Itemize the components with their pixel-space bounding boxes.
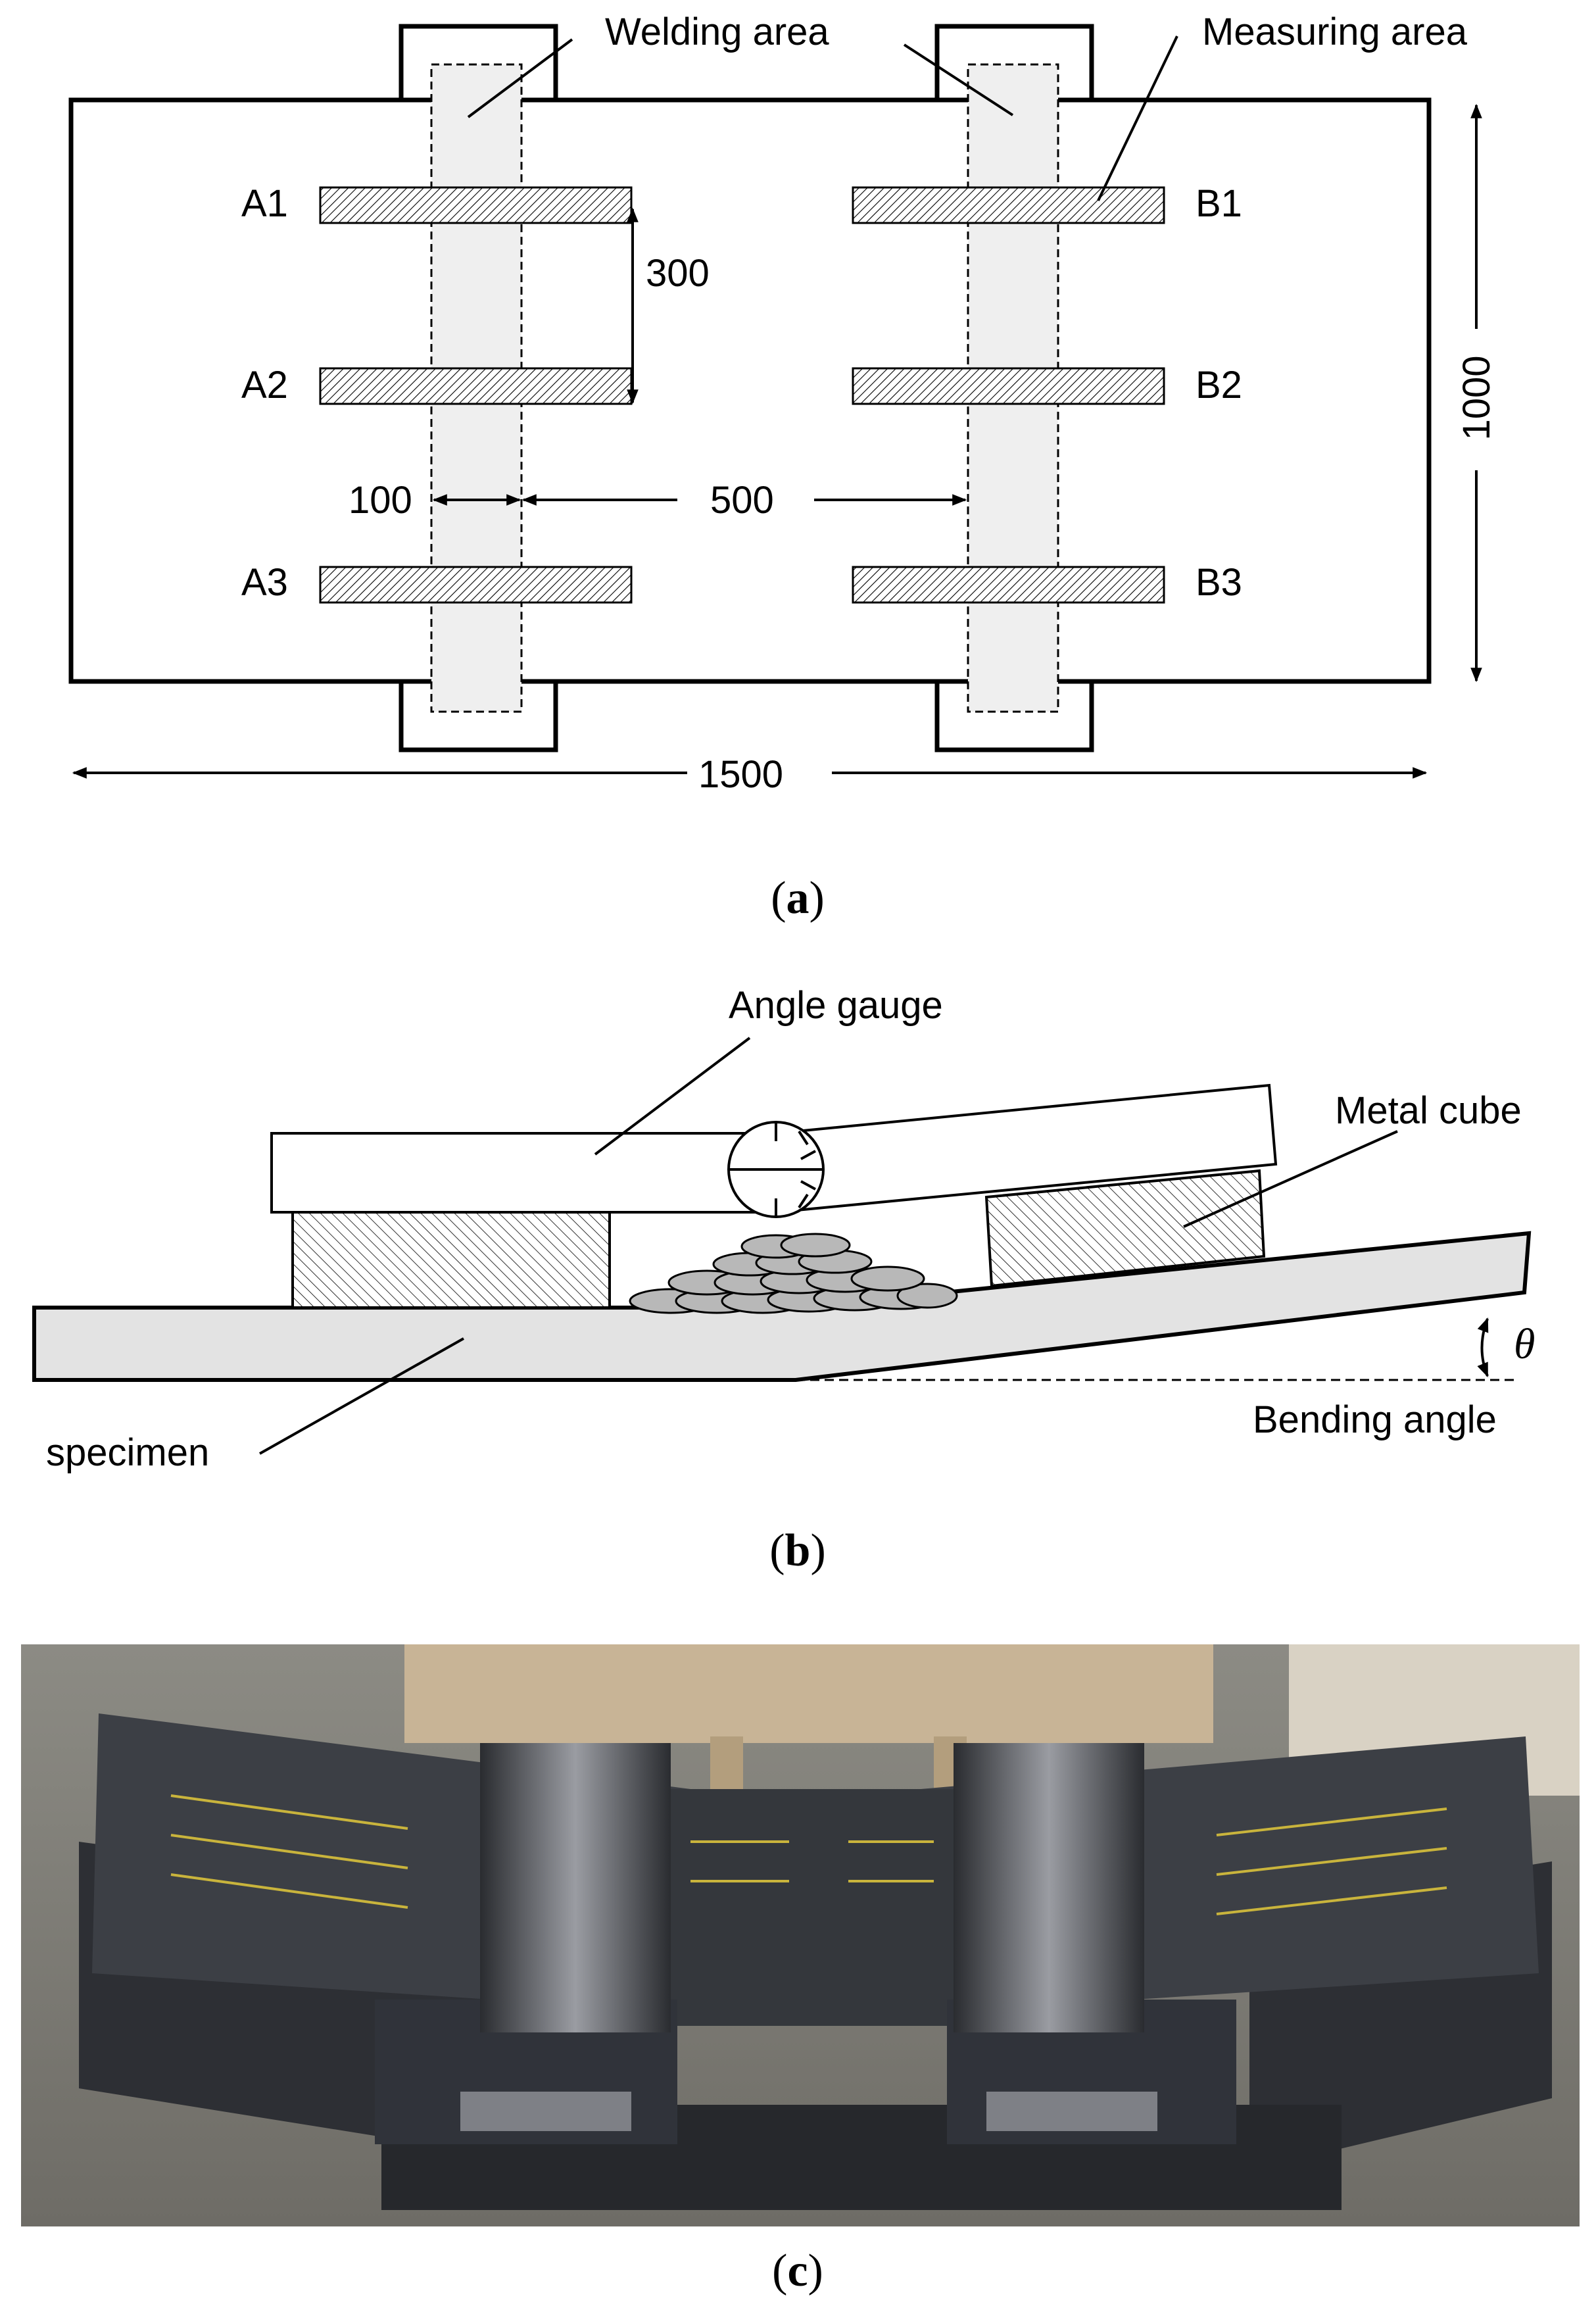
angle-gauge-label: Angle gauge xyxy=(729,984,943,1027)
bending-angle-label: Bending angle xyxy=(1253,1398,1497,1441)
measuring-bar-b2 xyxy=(852,367,1165,405)
angle-gauge-dial xyxy=(727,1121,825,1218)
theta-arc-arrow xyxy=(1477,1317,1489,1378)
photo-pallet xyxy=(404,1644,1213,1743)
photo-markings xyxy=(170,1794,1447,1915)
caption-a: (a) xyxy=(771,873,825,923)
metal-cube-label: Metal cube xyxy=(1335,1089,1522,1132)
angle-gauge-left-bar xyxy=(270,1132,777,1214)
photo-weld-bead-right xyxy=(954,1743,1144,2032)
panel-c-photo: (c) xyxy=(21,1644,1580,2296)
label-a2: A2 xyxy=(241,364,288,406)
panel-a-plan-view: Welding area Measuring area A1 A2 A3 B1 … xyxy=(68,11,1498,923)
metal-cube-right xyxy=(984,1169,1266,1288)
label-b3: B3 xyxy=(1196,561,1242,604)
metal-cube-left xyxy=(291,1211,611,1309)
label-a3: A3 xyxy=(241,561,288,604)
leader-welding-left xyxy=(467,38,573,118)
leader-measuring xyxy=(1097,36,1178,201)
measuring-bar-a1 xyxy=(319,186,633,224)
label-b2: B2 xyxy=(1196,364,1242,406)
measuring-bar-b3 xyxy=(852,566,1165,604)
measuring-area-label: Measuring area xyxy=(1202,11,1468,53)
weld-beads xyxy=(629,1233,958,1314)
measuring-bar-b1 xyxy=(852,186,1165,224)
measuring-bar-a3 xyxy=(319,566,633,604)
panel-b-side-view: Angle gauge Metal cube θ Bending angle s… xyxy=(32,984,1535,1576)
plate-outline xyxy=(68,97,1432,684)
dim-300-label: 300 xyxy=(646,252,710,295)
leader-welding-right xyxy=(903,43,1014,116)
label-a1: A1 xyxy=(241,182,288,225)
theta-symbol: θ xyxy=(1514,1320,1535,1368)
measuring-bar-a2 xyxy=(319,367,633,405)
leader-specimen xyxy=(259,1337,464,1455)
caption-c: (c) xyxy=(772,2246,823,2296)
welding-area-label: Welding area xyxy=(605,11,829,53)
specimen-label: specimen xyxy=(46,1431,209,1474)
dim-1500-label: 1500 xyxy=(698,753,783,796)
leader-angle-gauge xyxy=(594,1037,751,1156)
label-b1: B1 xyxy=(1196,182,1242,225)
dim-1000-label: 1000 xyxy=(1455,355,1498,440)
dim-500-label: 500 xyxy=(710,479,774,522)
photo-weld-bead-left xyxy=(480,1743,671,2032)
caption-b: (b) xyxy=(769,1525,826,1576)
leader-metal-cube xyxy=(1183,1130,1398,1228)
dim-100-label: 100 xyxy=(349,479,412,522)
